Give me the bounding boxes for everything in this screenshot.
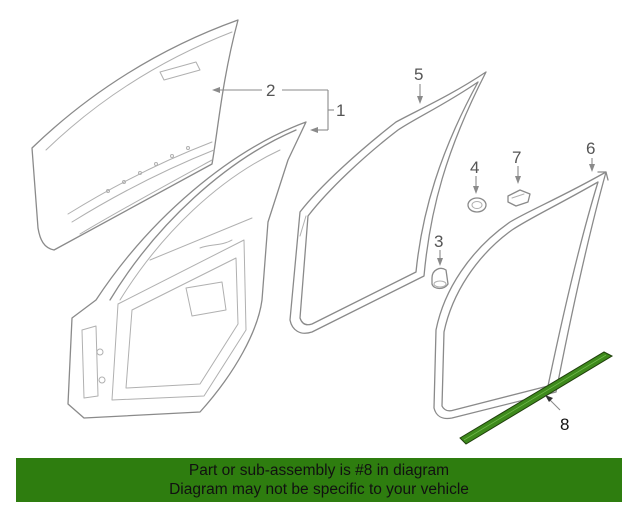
callout-6: 6 xyxy=(586,139,595,158)
bumper[interactable] xyxy=(431,267,449,290)
callout-4: 4 xyxy=(470,158,479,177)
info-banner: Part or sub-assembly is #8 in diagram Di… xyxy=(16,458,622,502)
callout-8: 8 xyxy=(560,415,569,434)
banner-line-1: Part or sub-assembly is #8 in diagram xyxy=(188,462,450,479)
callout-5: 5 xyxy=(414,65,423,84)
callout-3: 3 xyxy=(434,232,443,251)
parts-diagram: 1 2 3 4 5 6 7 8 xyxy=(31,19,614,445)
door-weatherstrip[interactable] xyxy=(289,71,487,334)
door-outer-panel[interactable] xyxy=(31,19,239,251)
callout-2: 2 xyxy=(266,81,275,100)
callout-7: 7 xyxy=(512,148,521,167)
leader-lines xyxy=(212,84,595,411)
body-weatherstrip[interactable] xyxy=(433,171,609,420)
callout-1: 1 xyxy=(336,101,345,120)
trim-strip-highlighted[interactable] xyxy=(459,351,614,445)
banner-line-2: Diagram may not be specific to your vehi… xyxy=(169,481,469,498)
plug[interactable] xyxy=(467,197,487,213)
door-shell-assembly[interactable] xyxy=(67,121,307,419)
clip[interactable] xyxy=(507,189,531,207)
